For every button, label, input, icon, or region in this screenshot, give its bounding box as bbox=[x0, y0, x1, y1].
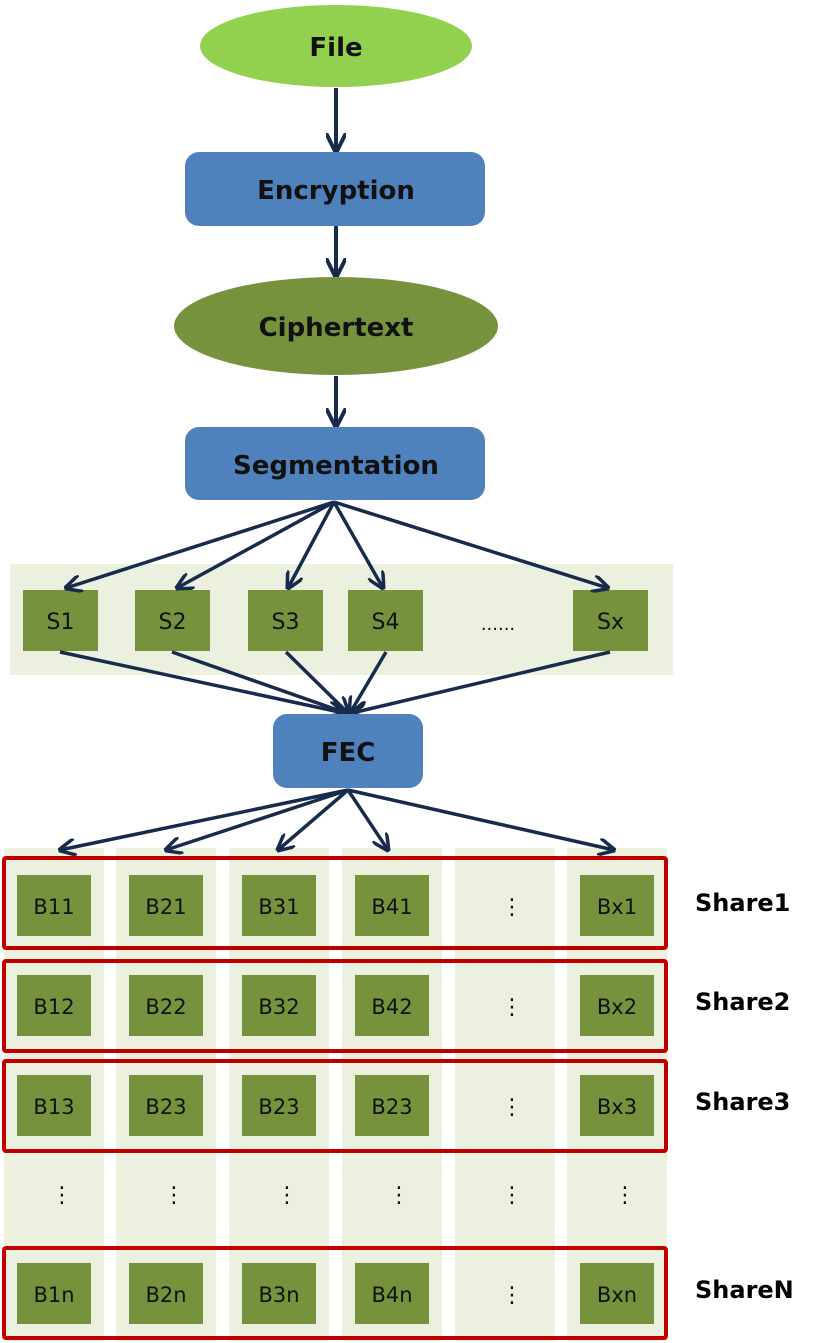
block-label: B23 bbox=[258, 1095, 299, 1119]
file-label: File bbox=[309, 33, 362, 63]
block-box bbox=[17, 1263, 91, 1324]
row-ellipsis: ⋮ bbox=[163, 1183, 185, 1208]
block-box bbox=[17, 875, 91, 936]
block-box bbox=[580, 975, 654, 1036]
share-row-2: B12 B22 B32 B42 ⋮ Bx2 Share2 bbox=[2, 959, 790, 1053]
block-box bbox=[242, 875, 316, 936]
share-label: Share2 bbox=[695, 988, 790, 1016]
fec-node bbox=[273, 714, 423, 788]
segmentation-label: Segmentation bbox=[233, 451, 439, 481]
block-ellipsis: ⋮ bbox=[501, 1283, 523, 1308]
share-border bbox=[2, 1246, 668, 1340]
share-border bbox=[2, 856, 668, 950]
block-box bbox=[242, 975, 316, 1036]
row-ellipsis: ⋮ bbox=[276, 1183, 298, 1208]
block-ellipsis: ⋮ bbox=[501, 995, 523, 1020]
block-ellipsis: ⋮ bbox=[501, 1095, 523, 1120]
block-label: B41 bbox=[371, 895, 412, 919]
segment-label: S2 bbox=[159, 610, 187, 635]
block-box bbox=[129, 875, 203, 936]
segment-box bbox=[348, 590, 423, 651]
segment-panel bbox=[10, 564, 673, 675]
file-node bbox=[200, 5, 472, 87]
segment-label: S3 bbox=[272, 610, 300, 635]
share-label: ShareN bbox=[695, 1276, 794, 1304]
segmentation-fan-arrows bbox=[66, 500, 608, 588]
block-box bbox=[355, 875, 429, 936]
block-label: B23 bbox=[145, 1095, 186, 1119]
share-label: Share1 bbox=[695, 889, 790, 917]
block-label: B21 bbox=[145, 895, 186, 919]
block-box bbox=[355, 1263, 429, 1324]
encryption-label: Encryption bbox=[257, 176, 415, 206]
row-ellipsis: ⋮ bbox=[501, 1183, 523, 1208]
block-label: Bxn bbox=[597, 1283, 637, 1307]
block-label: B11 bbox=[33, 895, 74, 919]
row-ellipsis: ⋮ bbox=[614, 1183, 636, 1208]
segment-label: Sx bbox=[597, 610, 624, 635]
segment-box bbox=[23, 590, 98, 651]
segmentation-node bbox=[185, 427, 485, 500]
block-label: B12 bbox=[33, 995, 74, 1019]
block-label: B22 bbox=[145, 995, 186, 1019]
segment-box bbox=[135, 590, 210, 651]
block-box bbox=[580, 875, 654, 936]
ellipsis-row: ⋮ ⋮ ⋮ ⋮ ⋮ ⋮ bbox=[51, 1183, 636, 1208]
block-label: B3n bbox=[258, 1283, 299, 1307]
block-label: Bx3 bbox=[597, 1095, 637, 1119]
encryption-node bbox=[185, 152, 485, 226]
block-label: B32 bbox=[258, 995, 299, 1019]
block-box bbox=[17, 975, 91, 1036]
share-label: Share3 bbox=[695, 1088, 790, 1116]
segment-label: S4 bbox=[372, 610, 400, 635]
block-box bbox=[242, 1075, 316, 1136]
share-row-n: B1n B2n B3n B4n ⋮ Bxn ShareN bbox=[2, 1246, 794, 1340]
row-ellipsis: ⋮ bbox=[51, 1183, 73, 1208]
block-box bbox=[129, 975, 203, 1036]
ciphertext-label: Ciphertext bbox=[259, 313, 414, 343]
row-ellipsis: ⋮ bbox=[388, 1183, 410, 1208]
segments-to-fec-arrows bbox=[59, 650, 611, 713]
fec-label: FEC bbox=[321, 738, 376, 768]
segment-label: S1 bbox=[47, 610, 75, 635]
share-row-1: B11 B21 B31 B41 ⋮ Bx1 Share1 bbox=[2, 856, 790, 950]
block-columns bbox=[4, 848, 667, 1341]
block-box bbox=[17, 1075, 91, 1136]
block-label: B2n bbox=[145, 1283, 186, 1307]
share-row-3: B13 B23 B23 B23 ⋮ Bx3 Share3 bbox=[2, 1059, 790, 1153]
block-label: B23 bbox=[371, 1095, 412, 1119]
segment-boxes: S1 S2 S3 S4 ...... Sx bbox=[23, 590, 648, 651]
block-label: B1n bbox=[33, 1283, 74, 1307]
block-label: B13 bbox=[33, 1095, 74, 1119]
block-label: Bx2 bbox=[597, 995, 637, 1019]
block-box bbox=[580, 1263, 654, 1324]
segment-box bbox=[248, 590, 323, 651]
block-box bbox=[355, 975, 429, 1036]
block-box bbox=[242, 1263, 316, 1324]
ciphertext-node bbox=[174, 277, 498, 375]
block-label: Bx1 bbox=[597, 895, 637, 919]
block-label: B4n bbox=[371, 1283, 412, 1307]
fec-fan-arrows bbox=[60, 788, 614, 850]
segment-box bbox=[573, 590, 648, 651]
share-border bbox=[2, 1059, 668, 1153]
block-label: B31 bbox=[258, 895, 299, 919]
share-border bbox=[2, 959, 668, 1053]
block-box bbox=[355, 1075, 429, 1136]
block-box bbox=[129, 1263, 203, 1324]
block-box bbox=[129, 1075, 203, 1136]
block-label: B42 bbox=[371, 995, 412, 1019]
segment-ellipsis: ...... bbox=[481, 614, 515, 635]
block-box bbox=[580, 1075, 654, 1136]
block-ellipsis: ⋮ bbox=[501, 895, 523, 920]
